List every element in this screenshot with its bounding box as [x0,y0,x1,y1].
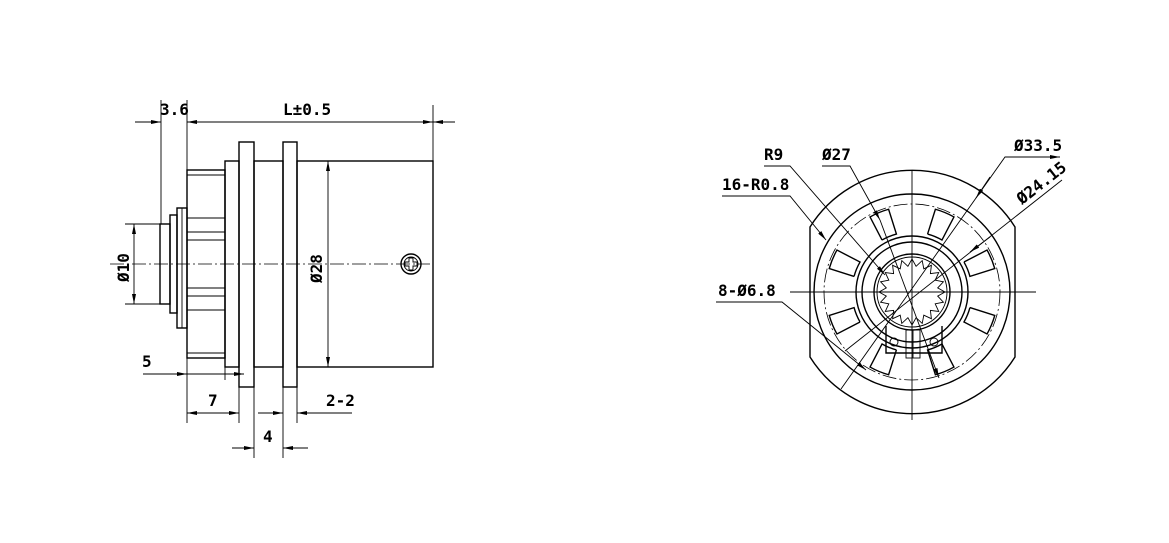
flange-plate-1 [238,141,255,388]
slot [828,249,861,278]
side-view: 3.6 L±0.5 Ø10 Ø28 5 7 2-2 4 [110,100,455,458]
dim-length: L±0.5 [283,100,331,119]
dim-dia-33-5: Ø33.5 [1013,136,1062,155]
dim-shaft-dia: Ø10 [114,253,133,283]
slot [963,306,996,335]
dim-dia-27: Ø27 [821,145,851,164]
dim-3-6: 3.6 [160,100,189,119]
dim-body-dia: Ø28 [307,254,326,284]
front-view: R9 Ø27 16-R0.8 Ø33.5 Ø24.15 8-Ø6.8 [716,136,1070,420]
slot [869,208,898,241]
dim-holes: 8-Ø6.8 [718,281,776,300]
dim-4: 4 [263,427,273,446]
flange-plate-2 [282,141,298,388]
slot [926,208,955,241]
outer-profile [809,169,1016,415]
clamp-tab [885,326,943,359]
slot [869,343,898,376]
dim-5: 5 [142,352,152,371]
slot [926,343,955,376]
dim-fillets: 16-R0.8 [722,175,789,194]
slot [828,306,861,335]
slot [963,249,996,278]
screw-icon [400,253,422,275]
dim-dia-24-15: Ø24.15 [1012,158,1070,209]
dim-r9: R9 [764,145,783,164]
shaft [159,207,188,329]
dim-2-2: 2-2 [326,391,355,410]
dim-7: 7 [208,391,218,410]
slots [828,208,996,376]
